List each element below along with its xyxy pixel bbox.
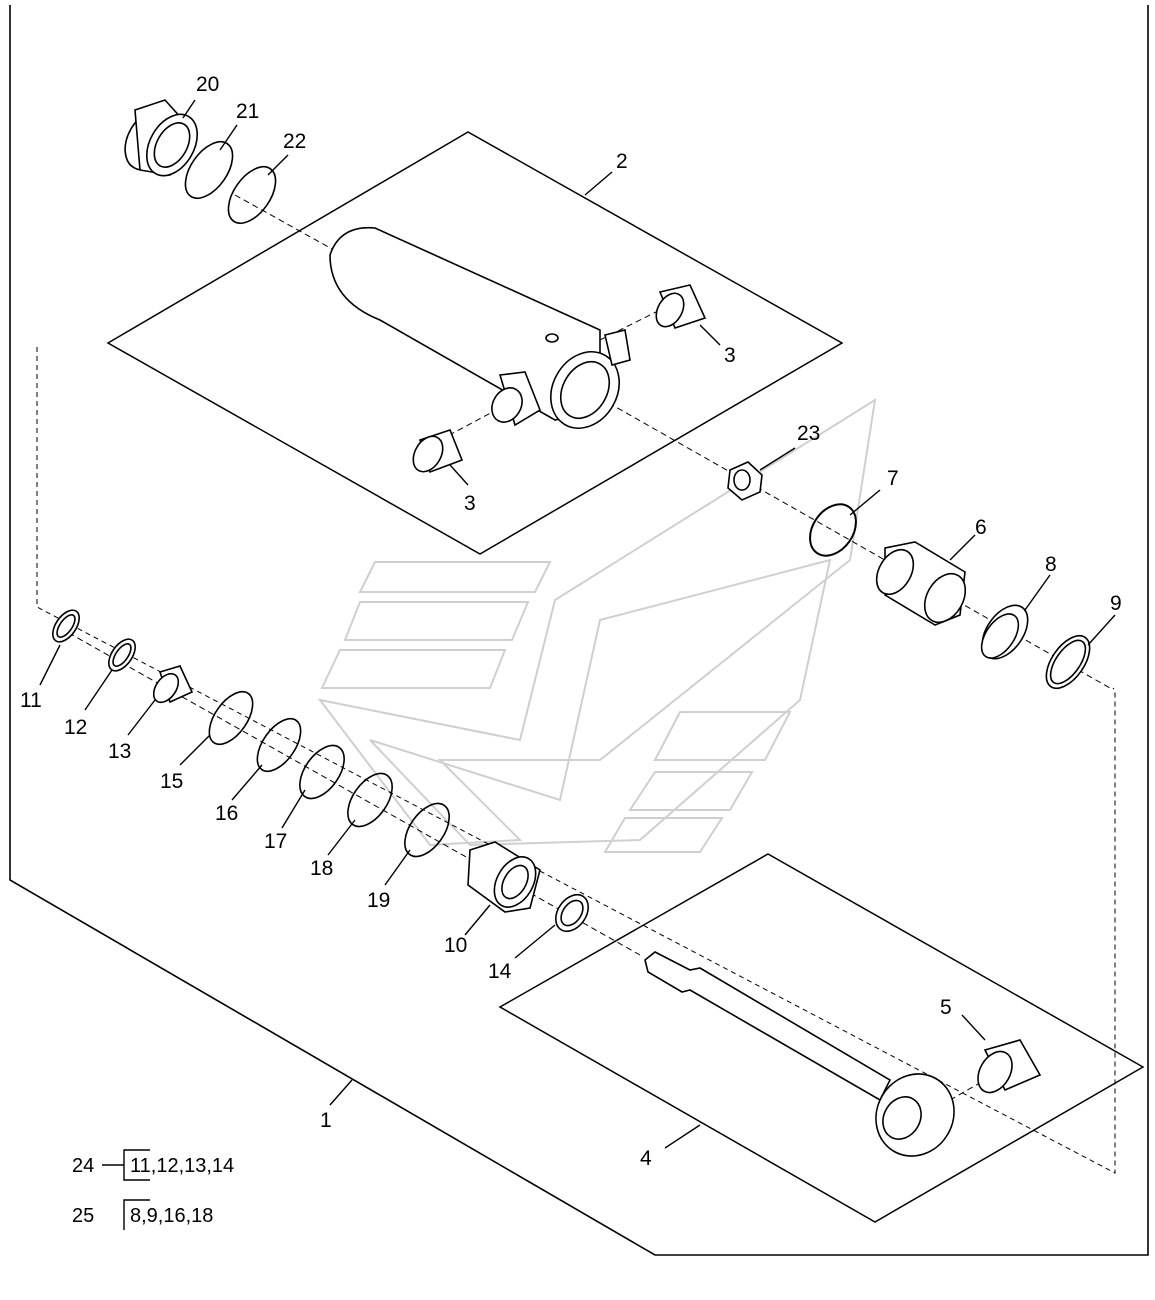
callout-17: 17 (264, 830, 287, 853)
part-17-ring (299, 744, 345, 800)
part-22-ring (227, 166, 277, 224)
legend-row-2-parts-text: 8,9,16,18 (130, 1205, 213, 1227)
part-10-gland (467, 841, 541, 913)
callout-6: 6 (975, 516, 987, 539)
legend-row-1-number: 24 (72, 1155, 94, 1177)
callout-3-upper: 3 (724, 344, 736, 367)
callout-9: 9 (1110, 592, 1122, 615)
callout-2: 2 (616, 150, 628, 173)
callout-8: 8 (1045, 553, 1057, 576)
callout-5: 5 (940, 996, 952, 1019)
legend-row-1-parts-text: 11,12,13,14 (130, 1155, 234, 1177)
part-4-piston-rod (644, 951, 955, 1157)
part-8-ring (980, 604, 1029, 660)
part-6-piston (875, 541, 967, 626)
legend-row-2-bracket (123, 1199, 150, 1230)
part-7-ring (809, 503, 857, 557)
callout-12: 12 (64, 716, 87, 739)
callout-22: 22 (283, 130, 306, 153)
part-18-ring (347, 772, 393, 828)
callout-10: 10 (444, 934, 467, 957)
part-9-ring (1045, 634, 1091, 690)
callout-7: 7 (887, 467, 899, 490)
part-21-ring (184, 141, 234, 199)
watermark-logo (317, 397, 877, 853)
part-2-barrel (329, 226, 631, 429)
part-15-ring (208, 690, 254, 746)
callout-11: 11 (20, 689, 42, 712)
part-23-nut (727, 461, 763, 501)
part-19-ring (404, 802, 450, 858)
callout-1: 1 (320, 1109, 332, 1132)
callout-labels: 1 2 3 3 4 5 6 7 8 9 10 11 12 13 14 15 16… (20, 73, 1122, 1170)
legend-row-2-number: 25 (72, 1205, 94, 1227)
legend-row-1-bracket (123, 1149, 150, 1181)
part-3-bushing-lower (412, 429, 464, 474)
part-13-bushing (152, 665, 194, 704)
callout-13: 13 (108, 740, 131, 763)
callout-16: 16 (215, 802, 238, 825)
part-20-gland-nut (124, 99, 199, 177)
callout-20: 20 (196, 73, 219, 96)
seal-kit-dashed-box (36, 347, 1116, 1174)
part-12-seal (108, 638, 136, 672)
part-11-seal (52, 609, 80, 643)
callout-21: 21 (236, 100, 259, 123)
callout-14: 14 (488, 960, 512, 983)
part-14-seal (554, 893, 590, 933)
callout-19: 19 (367, 889, 390, 912)
callout-15: 15 (160, 770, 183, 793)
part-16-ring (256, 717, 302, 773)
callout-18: 18 (310, 857, 333, 880)
callout-23: 23 (797, 422, 820, 445)
assembly-2-box (106, 131, 844, 555)
assembly-4-box (498, 853, 1145, 1223)
callout-leader-lines (39, 99, 1116, 1149)
assembly-1-frame (9, 5, 1149, 1256)
part-5-bushing (977, 1039, 1042, 1094)
callout-3-lower: 3 (464, 492, 476, 515)
legend: 24 8,9,16,18 11,12,13,14 25 8,9,16,18 (72, 1149, 234, 1230)
part-3-bushing-upper (655, 284, 707, 329)
callout-4: 4 (640, 1147, 652, 1170)
